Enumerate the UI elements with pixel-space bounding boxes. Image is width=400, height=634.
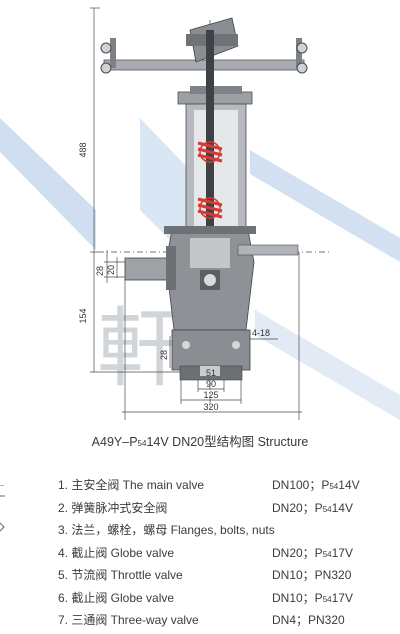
caption-model-prefix: A49Y–P xyxy=(91,435,138,449)
dim-inlet-20: 20 xyxy=(106,265,116,275)
list-item: 6. 截止阀 Globe valve DN10；P5417V xyxy=(58,586,388,609)
valve-body xyxy=(164,226,256,331)
part-spec-b: 17V xyxy=(331,545,353,560)
dim-overall-height: 488 xyxy=(78,142,88,157)
caption-model-sub: 54 xyxy=(137,439,147,448)
part-spec-b: 14V xyxy=(331,500,353,515)
part-spec-a: DN20；P xyxy=(272,500,323,515)
list-item: 3. 法兰，螺栓，螺母 Flanges, bolts, nuts xyxy=(58,518,388,541)
watermark-stripes xyxy=(0,118,400,420)
part-spec-a: DN10；PN320 xyxy=(272,568,352,582)
part-name: 4. 截止阀 Globe valve xyxy=(58,545,175,560)
lever-arm xyxy=(100,17,308,74)
watermark-glyph: 軒 xyxy=(97,299,183,399)
list-item: 2. 弹簧脉冲式安全阀 DN20；P5414V xyxy=(58,496,388,519)
edge-mark-bottom xyxy=(0,520,6,532)
caption-model-suffix: 14V DN20型结构图 Structure xyxy=(146,435,309,449)
part-name: 6. 截止阀 Globe valve xyxy=(58,590,175,605)
valve-structure-drawing: 軒 xyxy=(0,7,400,420)
part-spec: DN10；PN320 xyxy=(272,566,351,583)
part-spec-b: 17V xyxy=(331,590,353,605)
part-spec: DN4；PN320 xyxy=(272,611,345,628)
part-spec-a: DN10；P xyxy=(272,590,323,605)
dim-base-28: 28 xyxy=(159,350,169,360)
spring-lower-ring xyxy=(199,197,221,219)
part-spec-sub: 54 xyxy=(322,504,332,514)
part-spec-sub: 54 xyxy=(322,549,332,559)
part-spec-sub: 54 xyxy=(329,482,339,491)
part-spec-a: DN100；P xyxy=(272,478,330,492)
part-spec-a: DN4；PN320 xyxy=(272,613,345,627)
dim-width-125: 125 xyxy=(203,390,218,400)
list-item: 7. 三通阀 Three-way valve DN4；PN320 xyxy=(58,608,388,631)
part-name: 2. 弹簧脉冲式安全阀 xyxy=(58,500,168,515)
list-item: 4. 截止阀 Globe valve DN20；P5417V xyxy=(58,541,388,564)
part-name: 7. 三通阀 Three-way valve xyxy=(58,613,199,627)
list-item: 1. 主安全阀 The main valve DN100；P5414V xyxy=(58,473,388,496)
part-spec: DN100；P5414V xyxy=(272,476,360,493)
part-name: 1. 主安全阀 The main valve xyxy=(58,478,205,492)
parts-list: 1. 主安全阀 The main valve DN100；P5414V 2. 弹… xyxy=(58,473,388,631)
spring-housing xyxy=(177,86,253,231)
part-spec: DN20；P5417V xyxy=(272,544,353,561)
dim-inlet-28: 28 xyxy=(95,266,105,276)
part-name: 3. 法兰，螺栓，螺母 Flanges, bolts, nuts xyxy=(58,523,275,537)
part-spec: DN20；P5414V xyxy=(272,499,353,516)
side-outlet xyxy=(124,244,299,290)
drawing-caption: A49Y–P5414V DN20型结构图 Structure xyxy=(0,431,400,450)
valve-stem xyxy=(206,30,214,370)
part-name: 5. 节流阀 Throttle valve xyxy=(58,568,183,582)
base-flange xyxy=(171,329,251,381)
dim-lower-height: 154 xyxy=(78,308,88,323)
edge-mark-top xyxy=(0,484,6,497)
part-spec: DN10；P5417V xyxy=(272,589,353,606)
dim-width-320: 320 xyxy=(203,402,218,412)
spring-upper-ring xyxy=(199,141,221,163)
dim-bolt-holes: 4-18 xyxy=(252,328,270,338)
part-spec-sub: 54 xyxy=(322,594,332,604)
dim-width-51: 51 xyxy=(206,368,216,378)
spring-upper xyxy=(197,141,223,163)
part-spec-b: 14V xyxy=(338,478,360,492)
spring-lower xyxy=(197,197,223,219)
part-spec-a: DN20；P xyxy=(272,545,323,560)
dim-width-90: 90 xyxy=(206,379,216,389)
list-item: 5. 节流阀 Throttle valve DN10；PN320 xyxy=(58,563,388,586)
